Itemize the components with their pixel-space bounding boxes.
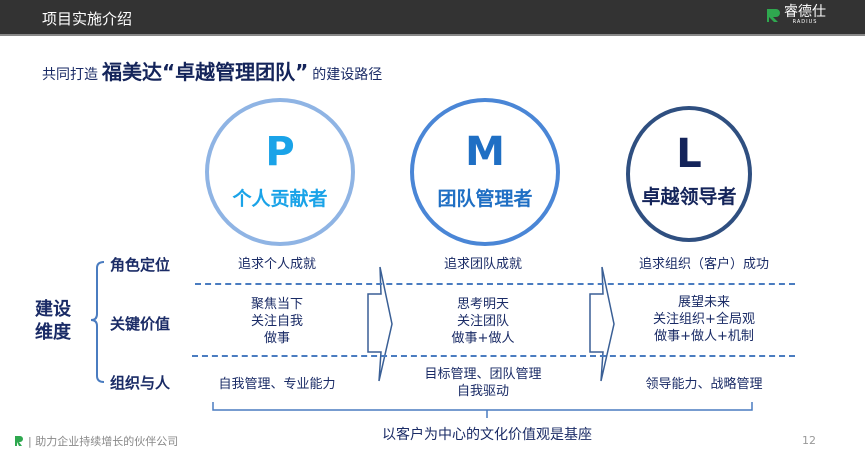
slide-title: 项目实施介绍 [42,10,133,28]
cell-line: 展望未来 [677,295,730,310]
row-label: 角色定位 [110,256,171,274]
foundation-text: 以客户为中心的文化价值观是基座 [382,427,592,443]
cell-line: 追求团队成就 [443,257,522,272]
row-divider [192,355,795,357]
stage-role: 团队管理者 [437,188,533,210]
dimension-label-line: 建设 [35,299,71,320]
cell-line: 关注组织+全局观 [653,312,755,327]
header-bar [0,0,865,36]
cell: 思考明天关注团队做事+做人 [383,296,583,347]
heading-suffix: 的建设路径 [312,67,383,83]
arrow-chevron [589,266,615,382]
cell-line: 自我管理、专业能力 [218,377,336,392]
row-label: 关键价值 [110,315,171,333]
slide-heading: 共同打造 福美达“卓越管理团队” 的建设路径 [42,56,382,85]
cell-line: 自我驱动 [456,384,509,399]
cell-line: 做事+做人 [451,331,515,346]
cell: 目标管理、团队管理自我驱动 [383,366,583,400]
cell: 领导能力、战略管理 [604,376,804,393]
cell-line: 追求个人成就 [237,257,316,272]
cell-line: 领导能力、战略管理 [645,377,763,392]
cell-line: 关注团队 [456,314,509,329]
stage-letter: M [465,129,505,175]
row-divider [195,283,795,285]
page-number: 12 [802,434,816,447]
cell-line: 追求组织（客户）成功 [638,257,769,272]
cell-line: 思考明天 [456,297,509,312]
stage-circle-m: M 团队管理者 [410,98,560,246]
heading-prefix: 共同打造 [42,67,98,83]
cell: 追求个人成就 [177,256,377,273]
row-label: 组织与人 [110,374,171,392]
logo-name: 睿德仕 [784,4,826,20]
cell: 自我管理、专业能力 [177,376,377,393]
logo-icon [767,9,780,22]
cell: 追求团队成就 [383,256,583,273]
cell-line: 关注自我 [250,314,303,329]
logo-sub: RADIUS [792,19,818,25]
cell-line: 做事 [263,331,290,346]
cell-line: 聚焦当下 [250,297,303,312]
cell: 展望未来关注组织+全局观做事+做人+机制 [604,294,804,345]
cell: 追求组织（客户）成功 [604,256,804,273]
cell-line: 目标管理、团队管理 [424,367,542,382]
dimension-label-line: 维度 [35,322,71,343]
footer-slogan: | 助力企业持续增长的伙伴公司 [28,435,179,448]
cell: 聚焦当下关注自我做事 [177,296,377,347]
footer: | 助力企业持续增长的伙伴公司 [14,433,178,449]
stage-role: 个人贡献者 [232,188,328,210]
cell-line: 做事+做人+机制 [654,329,754,344]
logo-icon [15,436,23,446]
stage-circle-l: L 卓越领导者 [626,106,752,242]
stage-role: 卓越领导者 [641,186,737,208]
left-brace [90,261,105,383]
bottom-brace [212,402,753,418]
heading-emphasis: 福美达“卓越管理团队” [102,60,309,84]
stage-circle-p: P 个人贡献者 [205,98,355,246]
stage-letter: P [265,129,295,175]
arrow-chevron [367,266,393,382]
stage-letter: L [676,131,702,177]
dimension-label: 建设 维度 [35,298,71,344]
